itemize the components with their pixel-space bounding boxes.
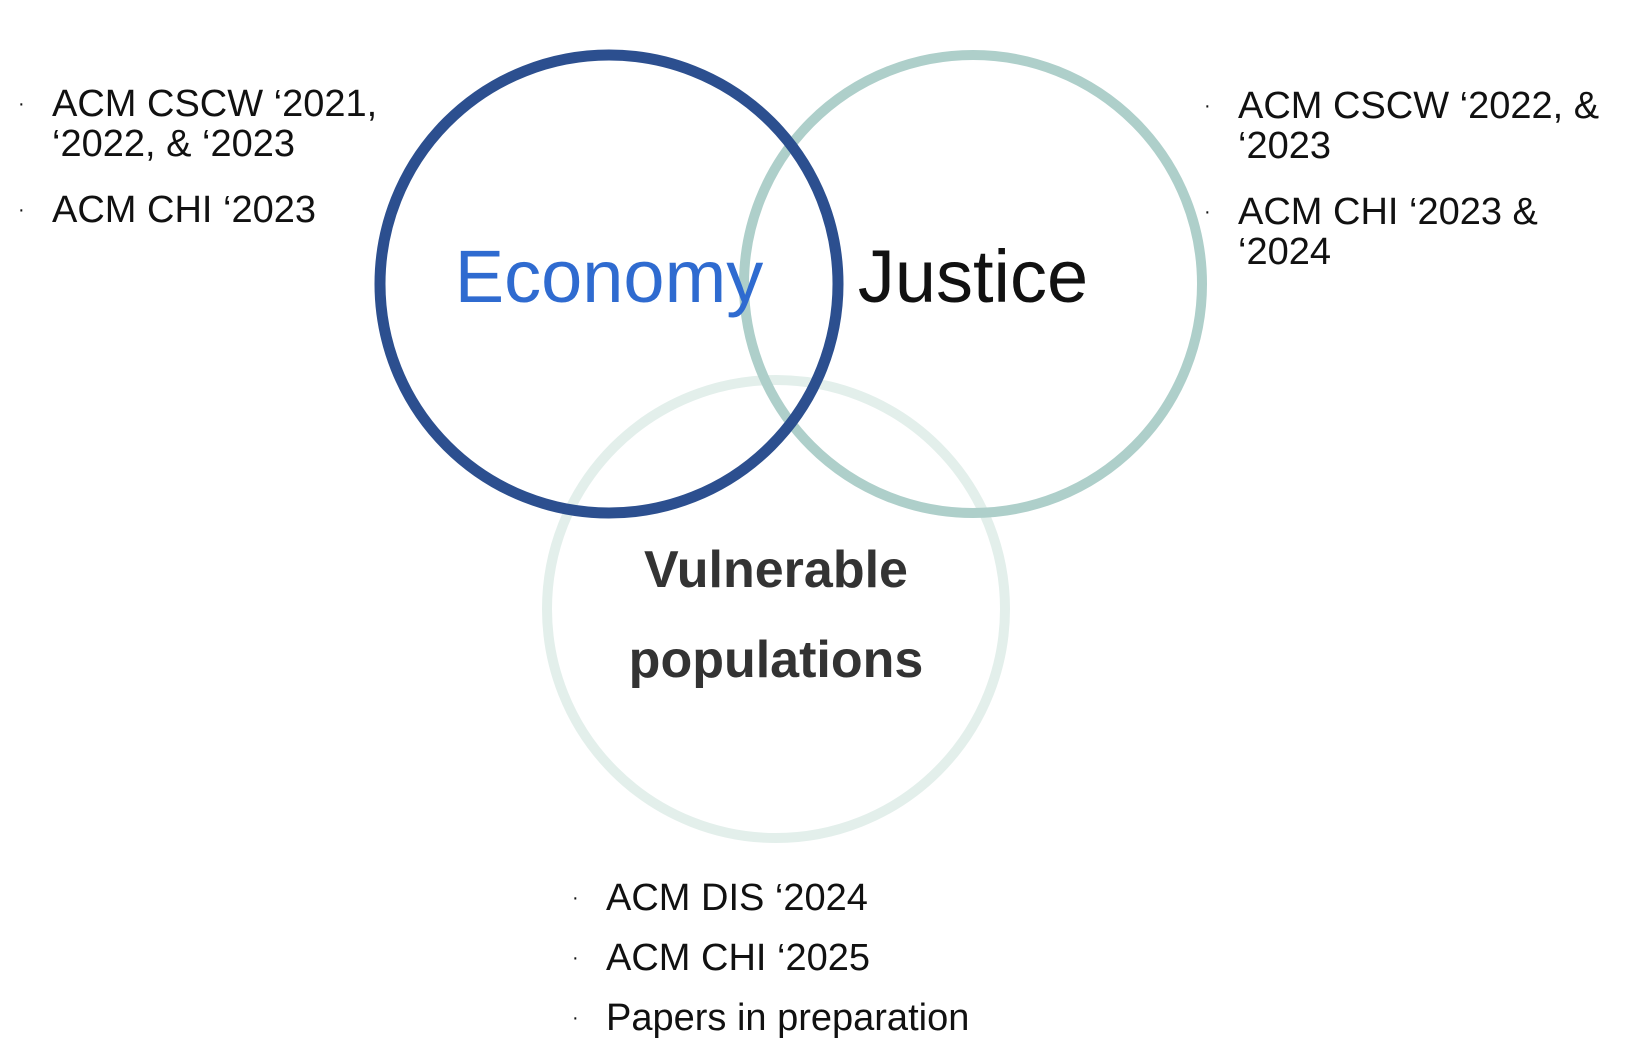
list-item: ·ACM CSCW ‘2021, ‘2022, & ‘2023 [18,83,378,165]
vulnerable-circle [542,375,1010,843]
bullet-icon: · [572,887,579,909]
list-item: ·ACM CSCW ‘2022, & ‘2023 [1204,85,1600,167]
vulnerable-publications: ·ACM DIS ‘2024 ·ACM CHI ‘2025 ·Papers in… [572,877,1026,1058]
justice-circle [739,50,1207,518]
bullet-icon: · [572,947,579,969]
vulnerable-label-line2: populations [628,631,924,689]
economy-publications: ·ACM CSCW ‘2021, ‘2022, & ‘2023 ·ACM CHI… [18,83,392,256]
list-item: ·ACM CHI ‘2025 [572,937,870,979]
justice-publications: ·ACM CSCW ‘2022, & ‘2023 ·ACM CHI ‘2023 … [1204,85,1618,298]
vulnerable-populations-label: Vulnerable populations [629,525,924,705]
bullet-icon: · [572,1007,579,1029]
list-item: ·ACM CHI ‘2023 & ‘2024 [1204,191,1538,273]
vulnerable-label-line1: Vulnerable [644,541,908,599]
bullet-icon: · [18,93,25,115]
bullet-icon: · [18,199,25,221]
list-item: ·Papers in preparation [572,997,970,1039]
bullet-icon: · [1204,201,1211,223]
bullet-icon: · [1204,95,1211,117]
list-item: ·ACM CHI ‘2023 [18,189,316,231]
economy-label: Economy [454,235,764,318]
list-item: ·ACM DIS ‘2024 [572,877,868,919]
economy-circle [374,49,844,519]
justice-label: Justice [857,235,1089,318]
